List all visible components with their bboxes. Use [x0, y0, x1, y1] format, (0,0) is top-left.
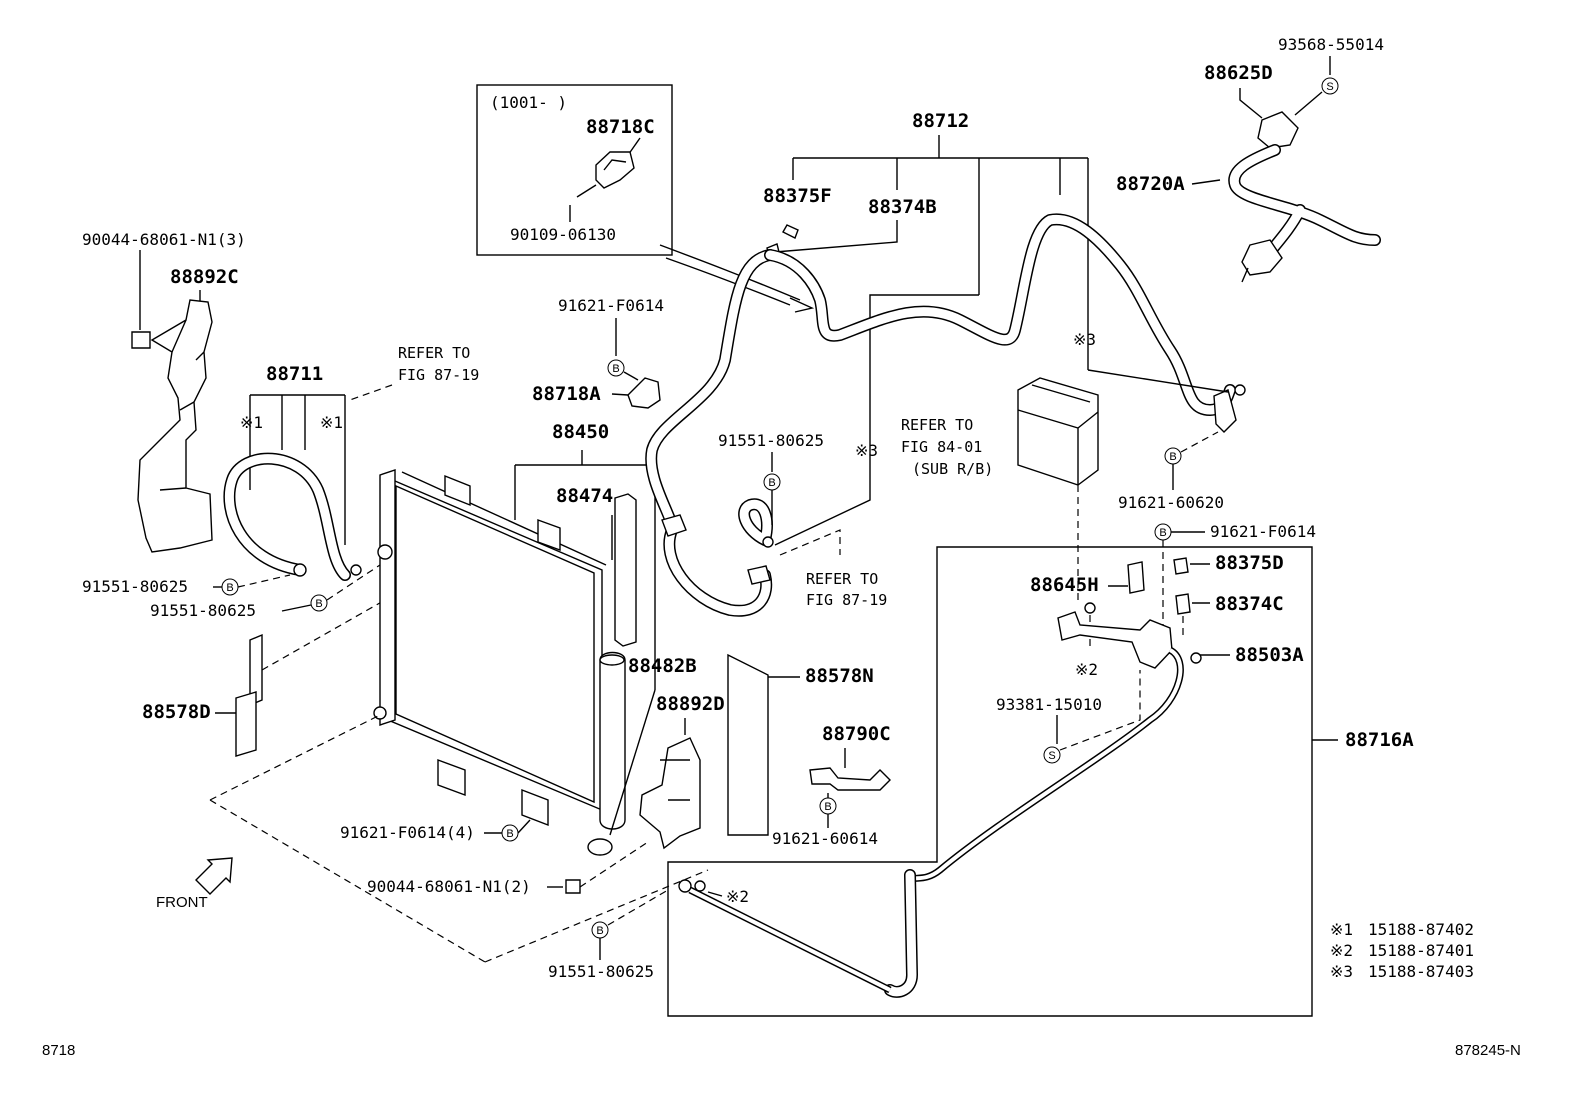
part-90044-top-label: 90044-68061-N1(3): [82, 230, 246, 249]
part-91551-b-label: 91551-80625: [150, 601, 256, 620]
part-88374B-label: 88374B: [868, 196, 937, 218]
clamp-88790C: 88790C B 91621-60614: [772, 723, 891, 848]
part-93568-label: 93568-55014: [1278, 35, 1384, 54]
part-88625D-label: 88625D: [1204, 62, 1273, 84]
part-91551-c-label: 91551-80625: [548, 962, 654, 981]
tube-88716A-group: 88716A B 91621-F0614 88375D 88374C 88645…: [667, 522, 1414, 1017]
part-88892C-label: 88892C: [170, 266, 239, 288]
part-91621-F0614-4-label: 91621-F0614(4): [340, 823, 475, 842]
legend-part-3: 15188-87403: [1368, 962, 1474, 981]
part-88375D-label: 88375D: [1215, 552, 1284, 574]
bolt-symbol: B: [768, 477, 775, 489]
part-90109-label: 90109-06130: [510, 225, 616, 244]
part-88718A-label: 88718A: [532, 383, 601, 405]
kome1-a-label: ※1: [240, 413, 263, 432]
part-88645H-label: 88645H: [1030, 574, 1099, 596]
refer-84-01-line3: (SUB R/B): [912, 460, 993, 478]
bracket-88892D: 88892D: [639, 693, 725, 850]
kome1-b-label: ※1: [320, 413, 343, 432]
clamp-88718C: [595, 151, 635, 189]
bolt-symbol: B: [824, 801, 831, 813]
part-88720A-label: 88720A: [1116, 173, 1185, 195]
front-arrow-icon: [195, 857, 233, 895]
legend-mark-3: ※3: [1330, 962, 1353, 981]
bolt-symbol: B: [506, 828, 513, 840]
part-91621-F0614-a-label: 91621-F0614: [558, 296, 664, 315]
part-88474-label: 88474: [556, 485, 613, 507]
legend-part-1: 15188-87402: [1368, 920, 1474, 939]
refer-87-19-a-line1: REFER TO: [398, 344, 470, 362]
clamp-88718A: 91621-F0614 B 88718A: [532, 296, 664, 409]
part-88716A-label: 88716A: [1345, 729, 1414, 751]
part-90044-bottom-label: 90044-68061-N1(2): [367, 877, 531, 896]
screw-symbol: S: [1048, 750, 1055, 762]
pad-88578D: 88578D: [142, 599, 386, 757]
sub-relay-block: REFER TO FIG 84-01 (SUB R/B): [901, 377, 1099, 600]
kome2-b-label: ※2: [726, 887, 749, 906]
hose-88720A: 93568-55014 S 88625D 88720A: [1116, 35, 1384, 283]
refer-87-19-b-line2: FIG 87-19: [806, 591, 887, 609]
footer-left-code: 8718: [42, 1042, 75, 1059]
screw-symbol: S: [1326, 81, 1333, 93]
part-88718C-label: 88718C: [586, 116, 655, 138]
bottom-hardware: B 91551-80625: [548, 889, 669, 981]
refer-84-01-line2: FIG 84-01: [901, 438, 982, 456]
part-88375F-label: 88375F: [763, 185, 832, 207]
refer-87-19-b-line1: REFER TO: [806, 570, 878, 588]
hose-88712: 88712 88375F 88374B 91551-80625 B ※3 ※3 …: [645, 110, 1246, 617]
front-label: FRONT: [156, 894, 208, 911]
bolt-symbol: B: [1159, 527, 1166, 539]
legend: ※1 15188-87402 ※2 15188-87401 ※3 15188-8…: [1330, 920, 1474, 981]
inset-box: (1001- ) 88718C 90109-06130: [476, 84, 673, 256]
kome3-a-label: ※3: [855, 441, 878, 460]
part-88578N-label: 88578N: [805, 665, 874, 687]
legend-mark-2: ※2: [1330, 941, 1353, 960]
part-88578D-label: 88578D: [142, 701, 211, 723]
front-arrow: FRONT: [156, 857, 233, 911]
condenser-88450: 88450 88474 88482B 91621-F0614(4) B 9004…: [209, 421, 709, 963]
part-88503A-label: 88503A: [1235, 644, 1304, 666]
kome2-a-label: ※2: [1075, 660, 1098, 679]
refer-87-19-a-line2: FIG 87-19: [398, 366, 479, 384]
legend-part-2: 15188-87401: [1368, 941, 1474, 960]
legend-mark-1: ※1: [1330, 920, 1353, 939]
inset-date-label: (1001- ): [490, 93, 567, 112]
part-91621-60614-label: 91621-60614: [772, 829, 878, 848]
part-91621-60620-label: 91621-60620: [1118, 493, 1224, 512]
bolt-symbol: B: [612, 363, 619, 375]
receiver-88482B: [599, 651, 626, 830]
hose-88711: 88711 ※1 ※1 REFER TO FIG 87-19 91551-806…: [82, 344, 479, 620]
refer-84-01-line1: REFER TO: [901, 416, 973, 434]
part-91551-a-label: 91551-80625: [82, 577, 188, 596]
part-91621-F0614-b-label: 91621-F0614: [1210, 522, 1316, 541]
part-88711-label: 88711: [266, 363, 323, 385]
footer-right-code: 878245-N: [1455, 1042, 1521, 1059]
bolt-90044-top: [131, 331, 151, 349]
part-88790C-label: 88790C: [822, 723, 891, 745]
bolt-symbol: B: [226, 582, 233, 594]
part-88450-label: 88450: [552, 421, 609, 443]
bolt-symbol: B: [596, 925, 603, 937]
part-88712-label: 88712: [912, 110, 969, 132]
part-93381-label: 93381-15010: [996, 695, 1102, 714]
bolt-symbol: B: [315, 598, 322, 610]
bolt-symbol: B: [1169, 451, 1176, 463]
pad-88578N: 88578N: [727, 653, 874, 836]
part-91551-d-label: 91551-80625: [718, 431, 824, 450]
bracket-88892C: 90044-68061-N1(3) 88892C: [82, 230, 246, 553]
kome3-b-label: ※3: [1073, 330, 1096, 349]
part-88482B-label: 88482B: [628, 655, 697, 677]
part-88374C-label: 88374C: [1215, 593, 1284, 615]
part-88892D-label: 88892D: [656, 693, 725, 715]
